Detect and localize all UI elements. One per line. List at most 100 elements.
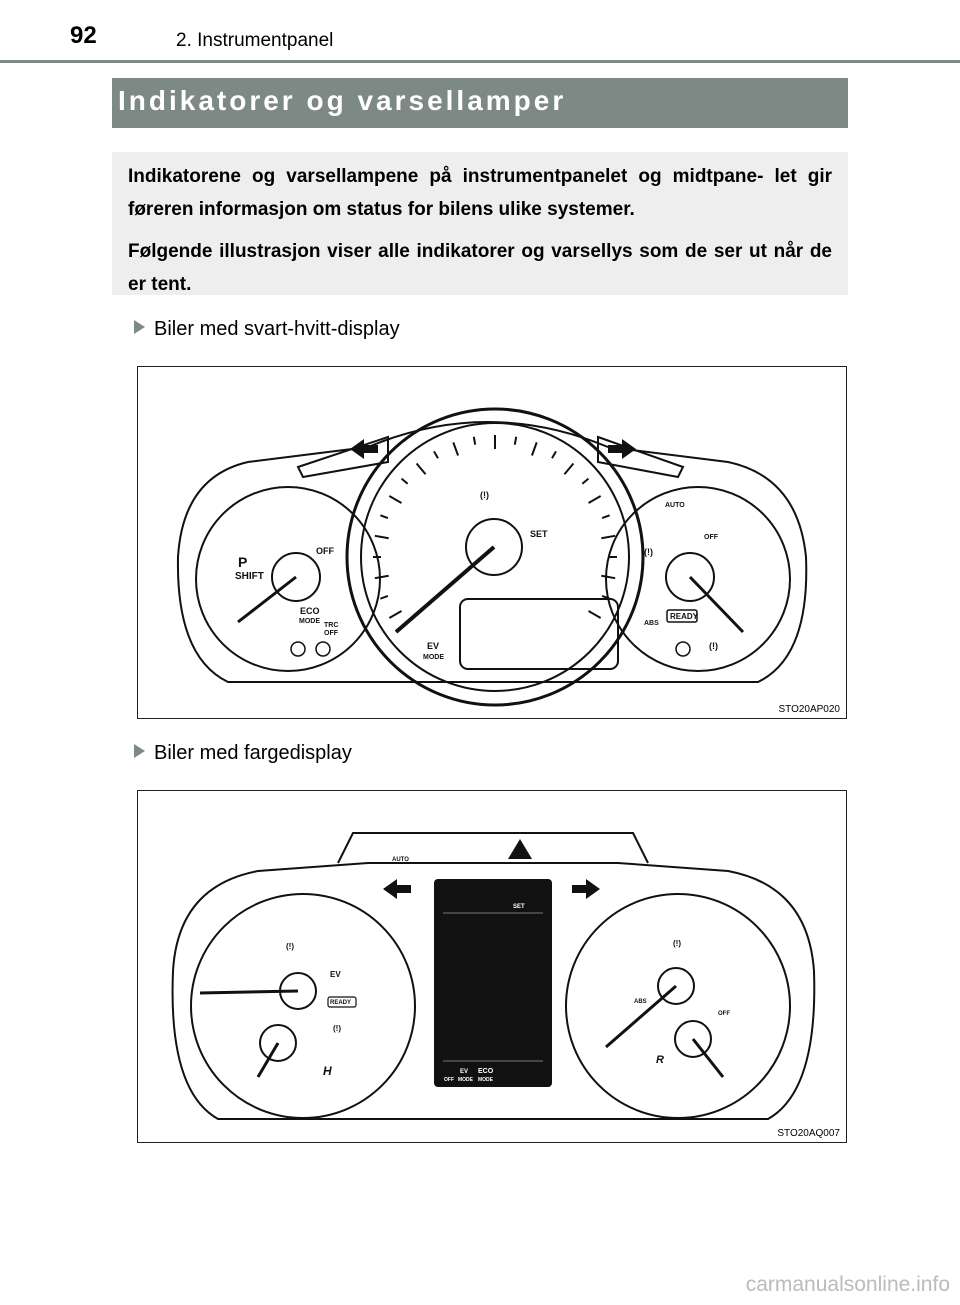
- trc-label: TRC: [324, 622, 338, 629]
- speedo-tick: [452, 442, 460, 456]
- abs-label: ABS: [634, 999, 647, 1005]
- bullet-bw-display: Biler med svart-hvitt-display: [134, 318, 400, 341]
- speedo-tick: [530, 442, 538, 456]
- left-gauge-needle: [237, 575, 297, 624]
- off-label: OFF: [444, 1077, 454, 1083]
- indicator-lamp-icon: [675, 641, 691, 657]
- right-upper-hub: [657, 967, 695, 1005]
- left-upper-needle: [199, 989, 299, 995]
- off-label: OFF: [316, 546, 334, 556]
- turn-left-arrow-icon: [383, 879, 411, 899]
- ready-box-icon: [327, 996, 357, 1008]
- mode-label: MODE: [458, 1077, 474, 1083]
- warning-label-2: (!): [333, 1024, 341, 1033]
- ready-label: READY: [330, 1000, 351, 1006]
- speedo-tick: [380, 514, 389, 519]
- shift-label: SHIFT: [235, 571, 264, 582]
- speedo-tick: [551, 450, 557, 459]
- turn-left-arrow-icon: [350, 439, 378, 459]
- left-gauge-outer: [190, 893, 416, 1119]
- figure-code: STO20AQ007: [777, 1128, 840, 1139]
- ready-label: READY: [670, 612, 699, 621]
- bullet-triangle-icon: [134, 744, 145, 758]
- mode-label-2: MODE: [478, 1077, 494, 1083]
- speedo-tick: [380, 595, 389, 600]
- mode-label: MODE: [299, 618, 320, 625]
- left-lower-hub: [259, 1024, 297, 1062]
- right-gauge-outer: [605, 486, 791, 672]
- off-label-2: OFF: [324, 630, 339, 637]
- left-gauge-outer: [195, 486, 381, 672]
- header-rule: [0, 60, 960, 63]
- ready-box-icon: [666, 609, 698, 623]
- speedo-tick: [601, 595, 610, 600]
- ev-label-2: EV: [330, 970, 341, 979]
- right-lower-needle: [691, 1038, 725, 1078]
- off-label-2: OFF: [718, 1011, 730, 1017]
- intro-paragraph: Indikatorene og varsellampene på instrum…: [128, 166, 832, 220]
- warning-label-3: (!): [673, 939, 681, 948]
- figure-bw-cluster: OFF P SHIFT ECO MODE TRC OFF SET EV MODE…: [137, 366, 847, 719]
- watermark: carmanualsonline.info: [745, 1273, 950, 1296]
- speedo-tick: [388, 495, 402, 504]
- r-label: R: [656, 1054, 664, 1066]
- speedo-inner: [360, 422, 630, 692]
- speedo-tick: [415, 462, 427, 475]
- section-title: Indikatorer og varsellamper: [118, 85, 567, 116]
- warning-label-2: (!): [644, 547, 653, 557]
- speedo-tick: [601, 514, 610, 519]
- cluster-illustration-bw: OFF P SHIFT ECO MODE TRC OFF SET EV MODE…: [176, 407, 808, 707]
- cluster-illustration-color: AUTO SET OFF EV MODE ECO MODE EV READY (…: [171, 832, 816, 1120]
- speedo-tick: [374, 574, 389, 580]
- chapter-title: 2. Instrumentpanel: [176, 30, 334, 51]
- page-number: 92: [70, 22, 97, 49]
- right-gauge-outer: [565, 893, 791, 1119]
- figure-color-cluster: AUTO SET OFF EV MODE ECO MODE EV READY (…: [137, 790, 847, 1143]
- right-pod: [597, 435, 685, 479]
- set-label: SET: [530, 529, 548, 539]
- speedo-outer: [345, 407, 645, 707]
- speedo-tick: [581, 477, 590, 485]
- h-label: H: [323, 1064, 332, 1078]
- section-title-bar: Indikatorer og varsellamper: [112, 78, 848, 128]
- bullet-triangle-icon: [134, 320, 145, 334]
- speedo-tick: [563, 462, 575, 475]
- speedo-needle: [394, 545, 496, 634]
- eco-label: ECO: [300, 606, 320, 616]
- intro-box: Indikatorene og varsellampene på instrum…: [112, 152, 848, 295]
- auto-label: AUTO: [392, 857, 409, 863]
- set-label: SET: [513, 904, 525, 910]
- intro-paragraph: Følgende illustrasjon viser alle indikat…: [128, 241, 832, 295]
- speedo-tick: [374, 534, 389, 540]
- left-lower-needle: [256, 1042, 280, 1078]
- cluster-housing: [171, 862, 816, 1120]
- indicator-lamp-icon: [290, 641, 306, 657]
- speedo-tick: [588, 610, 602, 619]
- figure-code: STO20AP020: [778, 704, 840, 715]
- warning-label: (!): [286, 942, 294, 951]
- ev-label: EV: [427, 641, 439, 651]
- bullet-color-display: Biler med fargedisplay: [134, 742, 352, 765]
- indicator-lamp-icon: [315, 641, 331, 657]
- warning-label: (!): [480, 490, 489, 500]
- park-label: P: [238, 554, 247, 570]
- speedo-tick: [601, 534, 616, 540]
- cluster-housing: [176, 421, 808, 683]
- right-gauge-needle: [688, 575, 745, 634]
- bullet-text: Biler med fargedisplay: [154, 742, 352, 764]
- speedo-tick: [433, 450, 439, 459]
- bullet-text: Biler med svart-hvitt-display: [154, 318, 400, 340]
- turn-right-arrow-icon: [608, 439, 636, 459]
- speedo-tick: [472, 436, 477, 445]
- master-warning-icon: [508, 839, 532, 859]
- speedo-display: [459, 598, 619, 670]
- speedo-tick: [400, 477, 409, 485]
- off-label-3: OFF: [704, 534, 719, 541]
- speedo-hub: [465, 518, 523, 576]
- ev-label: EV: [460, 1069, 468, 1075]
- right-lower-hub: [674, 1020, 712, 1058]
- speedo-tick: [588, 495, 602, 504]
- eco-label: ECO: [478, 1068, 494, 1075]
- right-upper-needle: [605, 984, 677, 1049]
- abs-label: ABS: [644, 620, 659, 627]
